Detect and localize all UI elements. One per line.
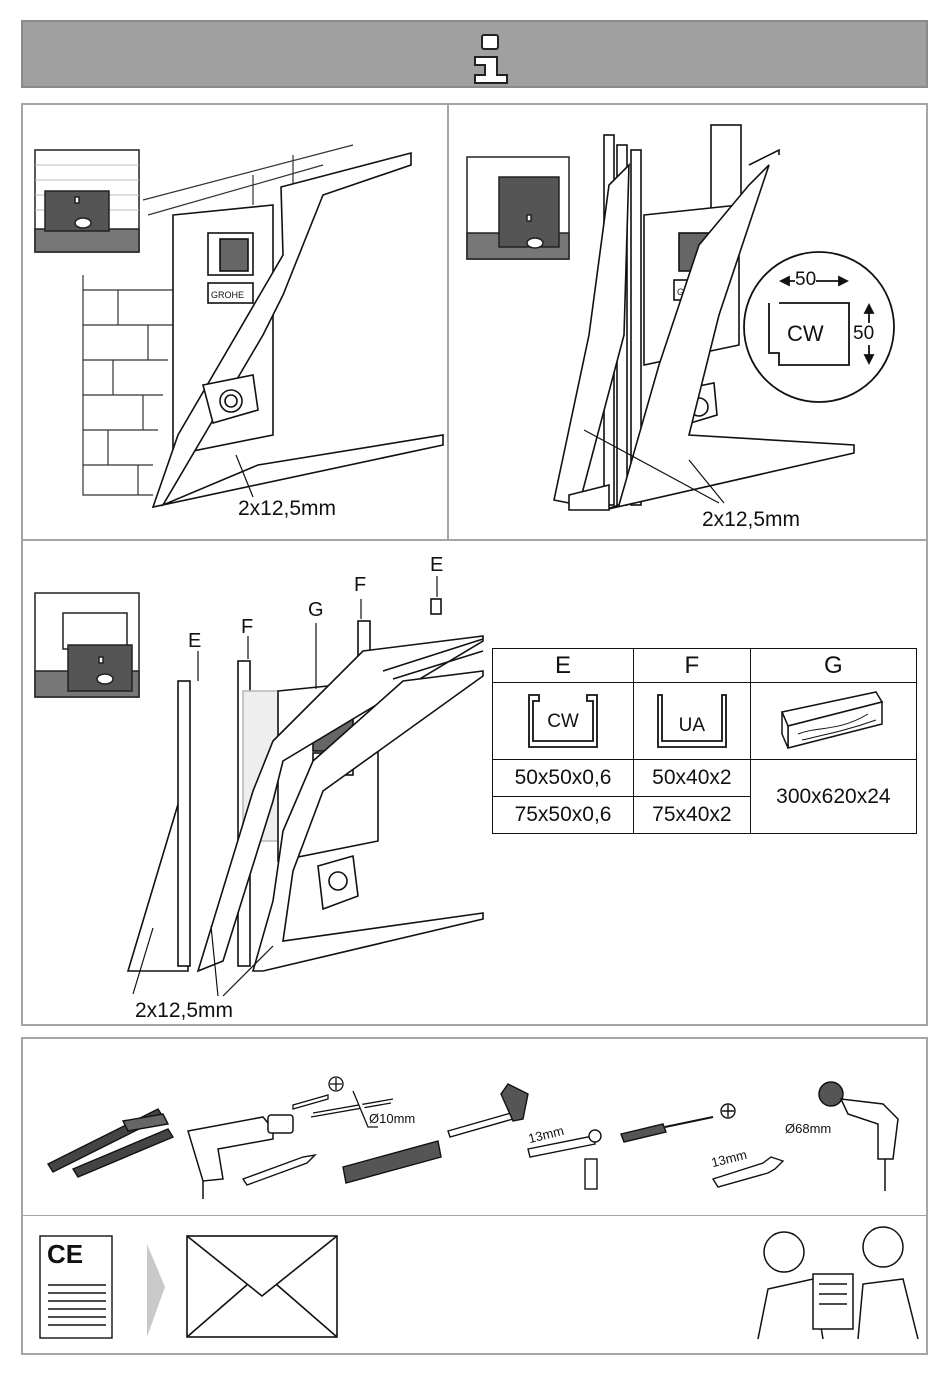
f-value-2: 75x40x2 — [634, 797, 751, 834]
info-header — [21, 20, 928, 88]
header-f: F — [634, 649, 751, 683]
screwdriver-icon — [621, 1104, 735, 1142]
handover-people-icon — [758, 1227, 918, 1339]
label-g: G — [308, 599, 324, 622]
label-e-right: E — [430, 554, 443, 577]
arrow-icon — [147, 1244, 165, 1337]
header-e: E — [493, 649, 634, 683]
tools-and-docs-box: CE Ø10mm 13mm 13mm Ø68mm — [21, 1037, 928, 1355]
thickness-label: 2x12,5mm — [702, 508, 800, 532]
wood-board-cell — [750, 683, 916, 760]
cw-profile-label: CW — [787, 321, 824, 347]
wood-board-icon — [778, 686, 888, 756]
hole-saw-label: Ø68mm — [785, 1121, 831, 1136]
cw-dimension-height: 50 — [853, 323, 874, 345]
label-f-right: F — [354, 574, 366, 597]
label-e-left: E — [188, 630, 201, 653]
profile-spec-table: E F G CW UA — [492, 648, 917, 834]
cw-profile-cell: CW — [493, 683, 634, 760]
drill-bit-label: Ø10mm — [369, 1111, 415, 1126]
svg-text:GROHE: GROHE — [211, 290, 244, 300]
ce-mark: CE — [47, 1239, 83, 1270]
ua-profile-cell: UA — [634, 683, 751, 760]
panel-stud-wall: GROHE 50 CW 50 2x12,5mm — [447, 103, 928, 541]
g-value: 300x620x24 — [750, 760, 916, 834]
info-icon — [23, 22, 930, 90]
header-g: G — [750, 649, 916, 683]
room-thumbnail — [35, 593, 139, 697]
cw-dimension-width: 50 — [795, 269, 816, 291]
ua-profile-text: UA — [652, 715, 732, 737]
drill-icon — [188, 1115, 293, 1199]
brick-wall-installation-illustration: GROHE — [23, 105, 451, 543]
label-f-left: F — [241, 616, 253, 639]
spirit-level-icon — [343, 1141, 441, 1183]
panel-brick-wall: GROHE 2x12,5mm — [21, 103, 449, 541]
cw-profile-text: CW — [523, 711, 603, 733]
envelope-icon — [187, 1236, 337, 1337]
thickness-label: 2x12,5mm — [135, 999, 233, 1023]
pencil-icon — [243, 1155, 315, 1185]
f-value-1: 50x40x2 — [634, 760, 751, 797]
thickness-label: 2x12,5mm — [238, 497, 336, 521]
e-value-1: 50x50x0,6 — [493, 760, 634, 797]
e-value-2: 75x50x0,6 — [493, 797, 634, 834]
hammer-icon — [448, 1084, 528, 1137]
tools-illustration — [23, 1039, 930, 1357]
room-thumbnail — [467, 157, 569, 259]
room-thumbnail — [35, 150, 139, 252]
folding-rule-icon — [48, 1109, 173, 1177]
hole-saw-drill-icon — [819, 1082, 898, 1191]
